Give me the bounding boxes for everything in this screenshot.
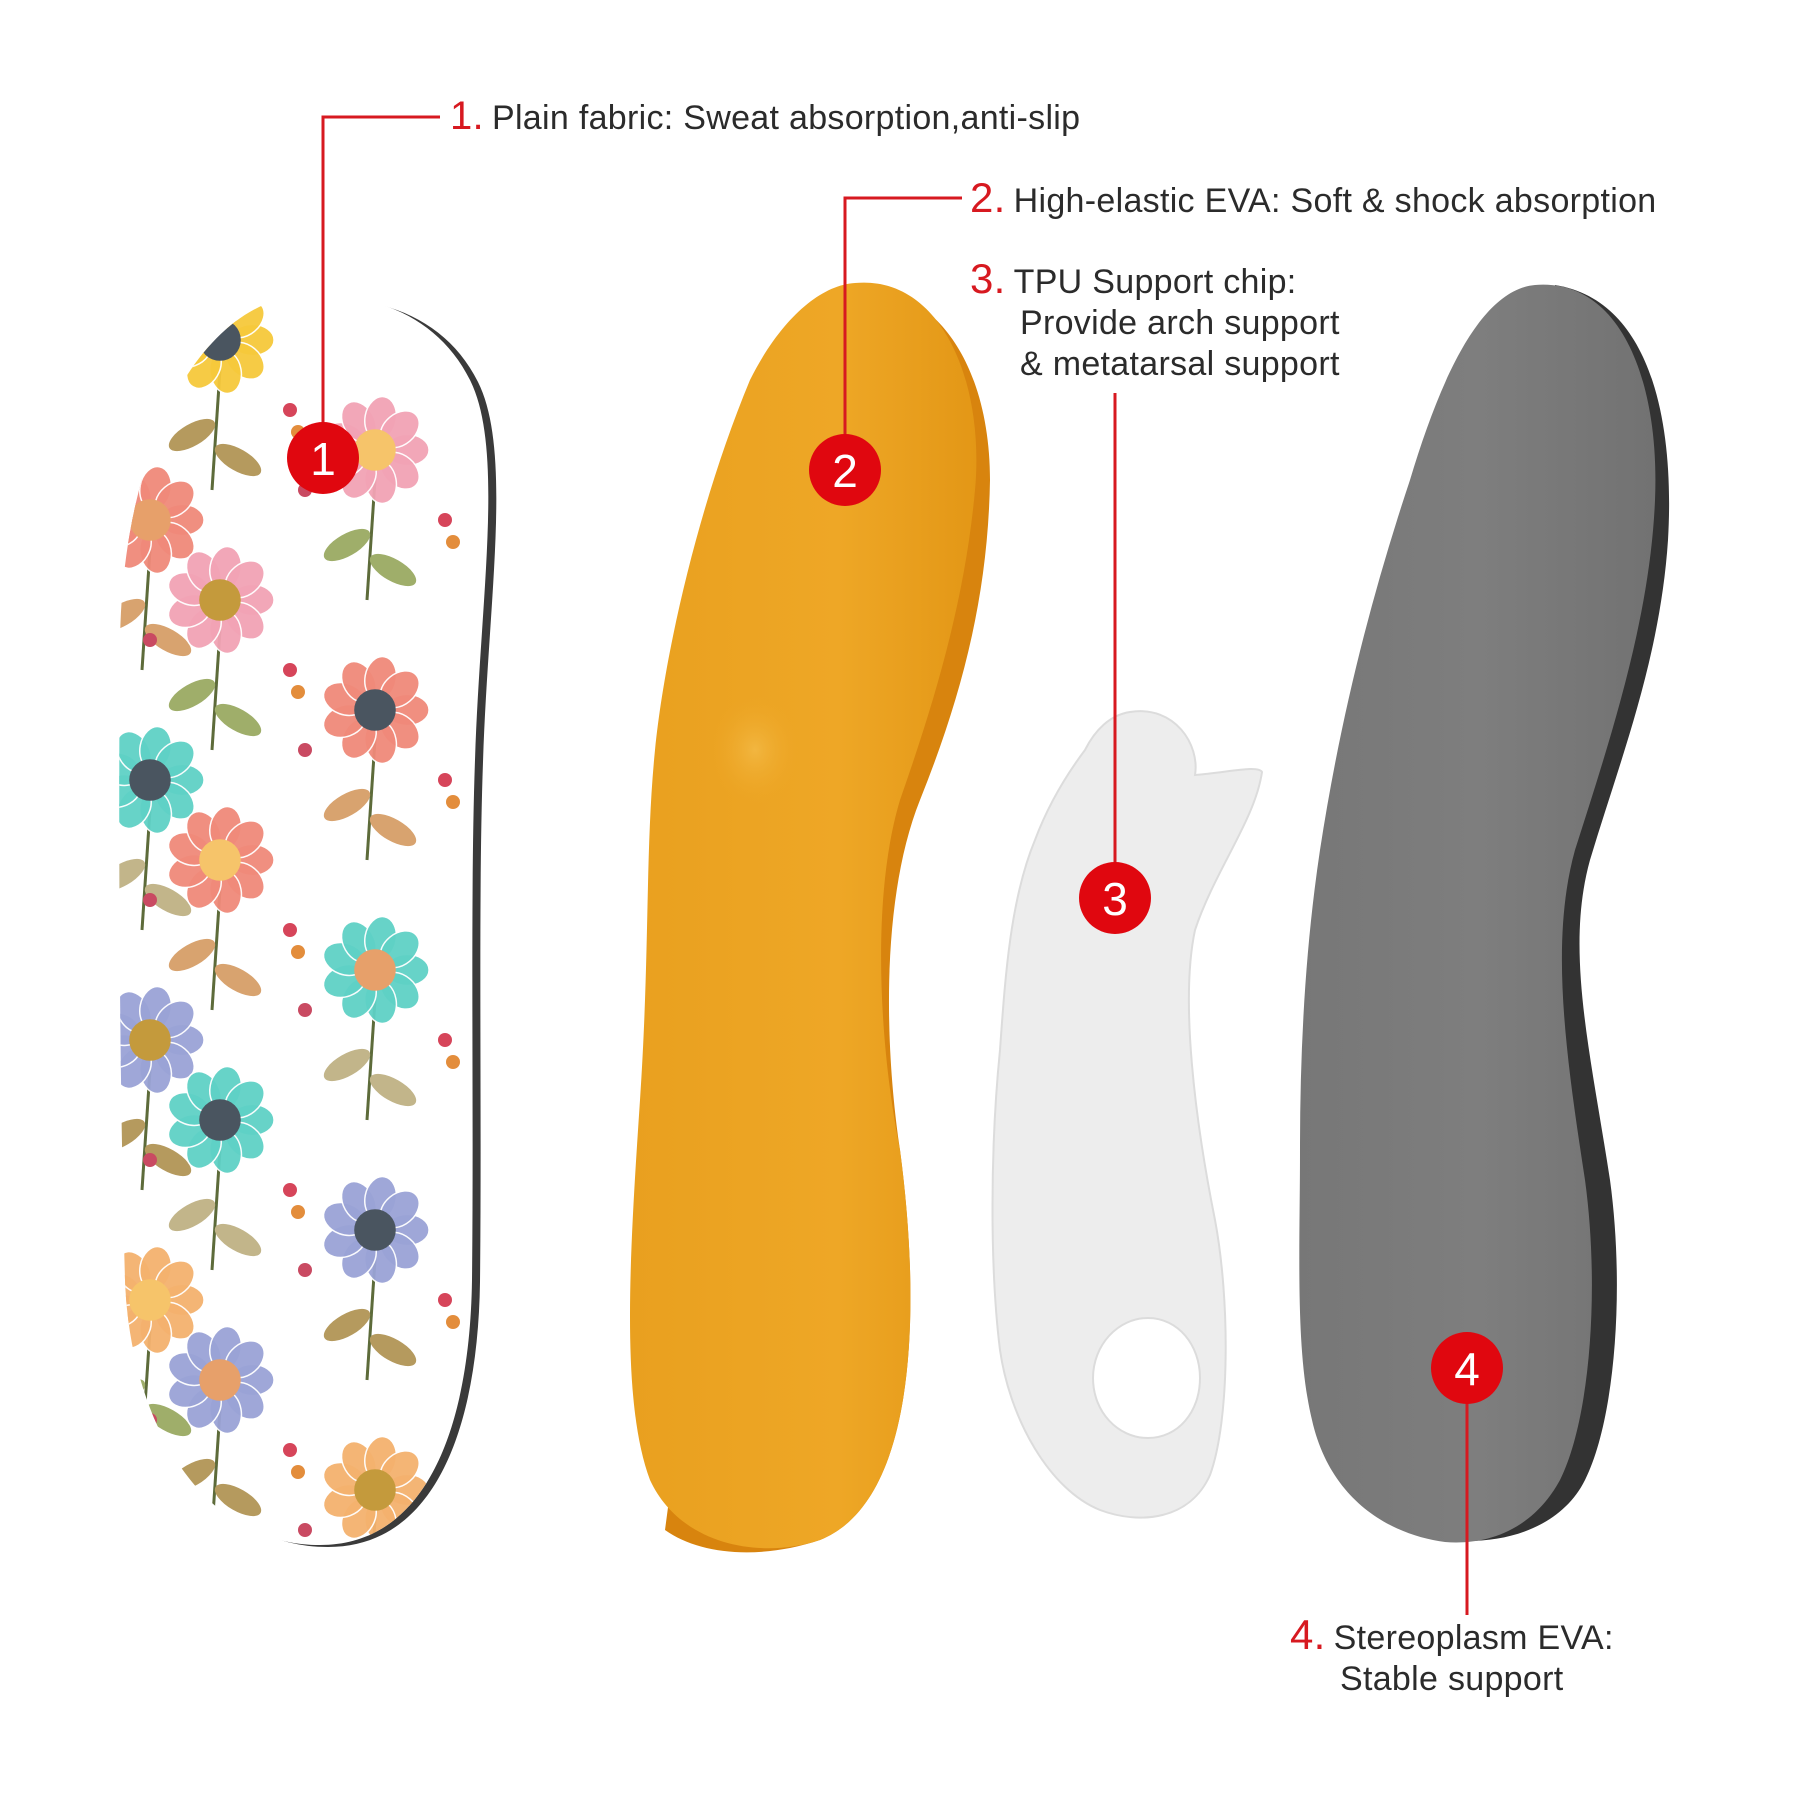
layer-3-title: TPU Support chip: [1013,263,1297,301]
badge-4: 4 [1431,1332,1503,1404]
svg-text:4: 4 [1454,1343,1480,1395]
layer-2-description: High-elastic EVA: Soft & shock absorptio… [1013,182,1657,220]
layer-4-callout: 4.Stereoplasm EVA: Stable support [1290,1614,1614,1700]
layer-4-title: Stereoplasm EVA: [1333,1619,1614,1657]
stereoplasm-insole-surface [1299,284,1656,1543]
svg-text:3: 3 [1102,873,1128,925]
layer-3-line-3: & metatarsal support [1020,345,1340,383]
layer-2-number: 2. [970,174,1006,221]
eva-insole-surface [630,282,977,1549]
tpu-support-chip [991,710,1264,1519]
badge-1: 1 [287,422,359,494]
stereoplasm-insole [1299,284,1670,1543]
layer-4-number: 4. [1290,1611,1326,1658]
fabric-insole [119,294,497,1547]
layer-4-line-2: Stable support [1340,1660,1564,1698]
badge-2: 2 [809,434,881,506]
layer-1-description: Plain fabric: Sweat absorption,anti-slip [491,99,1081,137]
svg-text:2: 2 [832,445,858,497]
layer-3-number: 3. [970,255,1006,302]
badge-3: 3 [1079,862,1151,934]
leader-line-2 [843,196,962,466]
layer-3-line-2: Provide arch support [1020,304,1340,342]
eva-insole [630,282,990,1553]
eva-arch-highlight [710,695,800,805]
tpu-chip-body [991,710,1264,1519]
layer-1-callout: 1.Plain fabric: Sweat absorption,anti-sl… [450,96,1080,139]
layer-1-number: 1. [450,94,484,138]
leader-line-1 [321,115,440,430]
leader-lines [321,115,1469,1615]
layer-2-callout: 2.High-elastic EVA: Soft & shock absorpt… [970,177,1657,222]
layer-3-callout: 3.TPU Support chip: Provide arch support… [970,258,1340,385]
svg-text:1: 1 [310,433,336,485]
